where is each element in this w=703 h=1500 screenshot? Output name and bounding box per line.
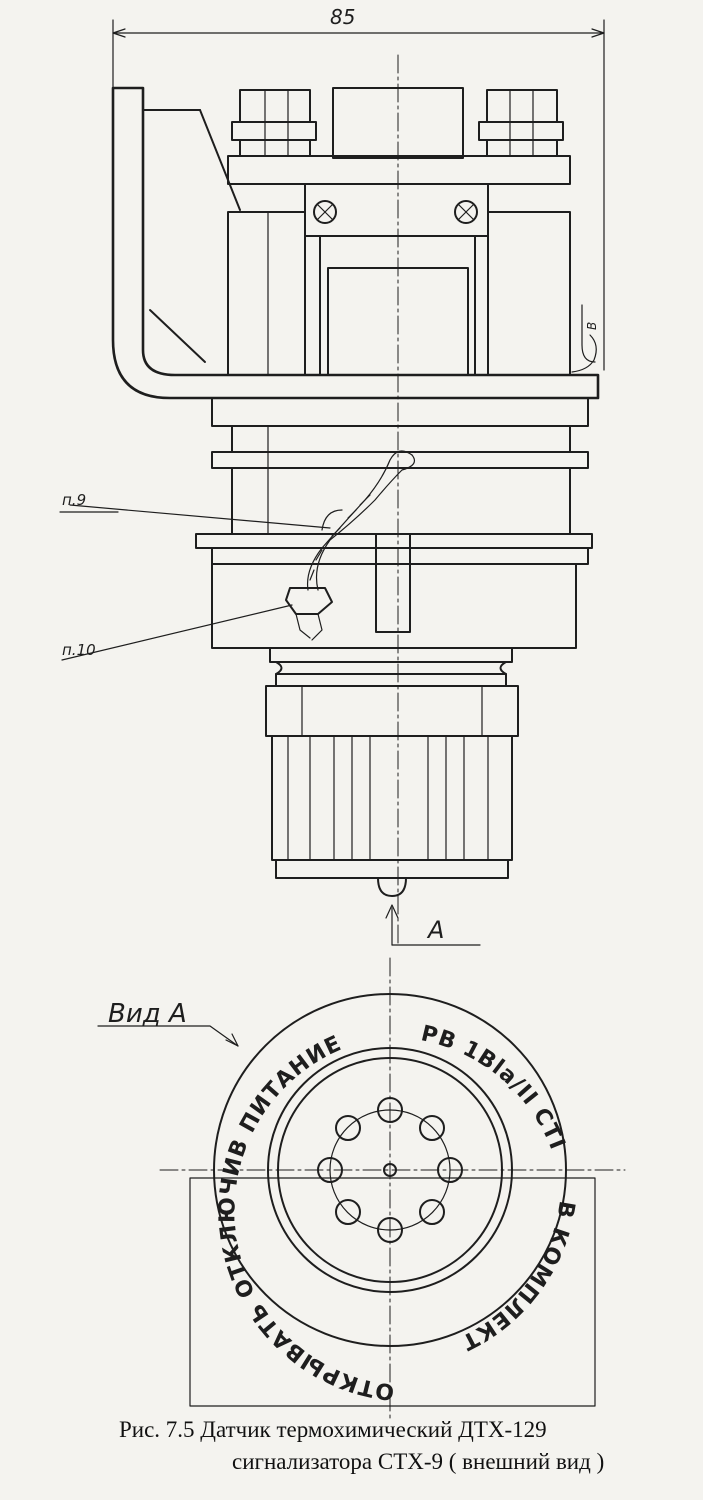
label-b: В (585, 322, 599, 330)
lead-seal (285, 587, 333, 641)
handle-bracket (111, 86, 600, 400)
ring-text-top-right: PB 1Вlа/II СТI (419, 1021, 570, 1153)
arrow-a-label: А (426, 916, 444, 944)
view-arrow-a: А (385, 904, 481, 946)
callout-p10: п.10 (61, 604, 293, 661)
dimension-value: 85 (330, 5, 355, 29)
sensor-body (195, 397, 593, 649)
top-assembly: В (227, 87, 599, 376)
ring-text-bottom-right: В КОМПЛЕКТЕ СТХ-9 (0, 0, 578, 1355)
view-a-label: Вид А (108, 999, 187, 1029)
filter-cap (265, 685, 519, 897)
outer-ring (213, 993, 567, 1347)
view-a-frame (189, 1177, 596, 1407)
caption-line-2: сигнализатора СТХ-9 ( внешний вид ) (232, 1449, 605, 1474)
inner-ring (277, 1057, 503, 1283)
middle-ring (267, 1047, 513, 1293)
lower-collar (269, 647, 513, 687)
callout-p9-label: п.9 (62, 491, 86, 509)
callout-p9: п.9 (59, 491, 331, 529)
ring-text-left: ОТКРЫВАТЬ ОТКЛЮЧИВ ПИТАНИЕ (215, 1031, 395, 1404)
callout-p10-label: п.10 (62, 641, 96, 659)
pin-circle (329, 1109, 451, 1231)
caption-line-1: Рис. 7.5 Датчик термохимический ДТХ-129 (119, 1417, 547, 1442)
dimension-85: 85 (112, 5, 605, 371)
